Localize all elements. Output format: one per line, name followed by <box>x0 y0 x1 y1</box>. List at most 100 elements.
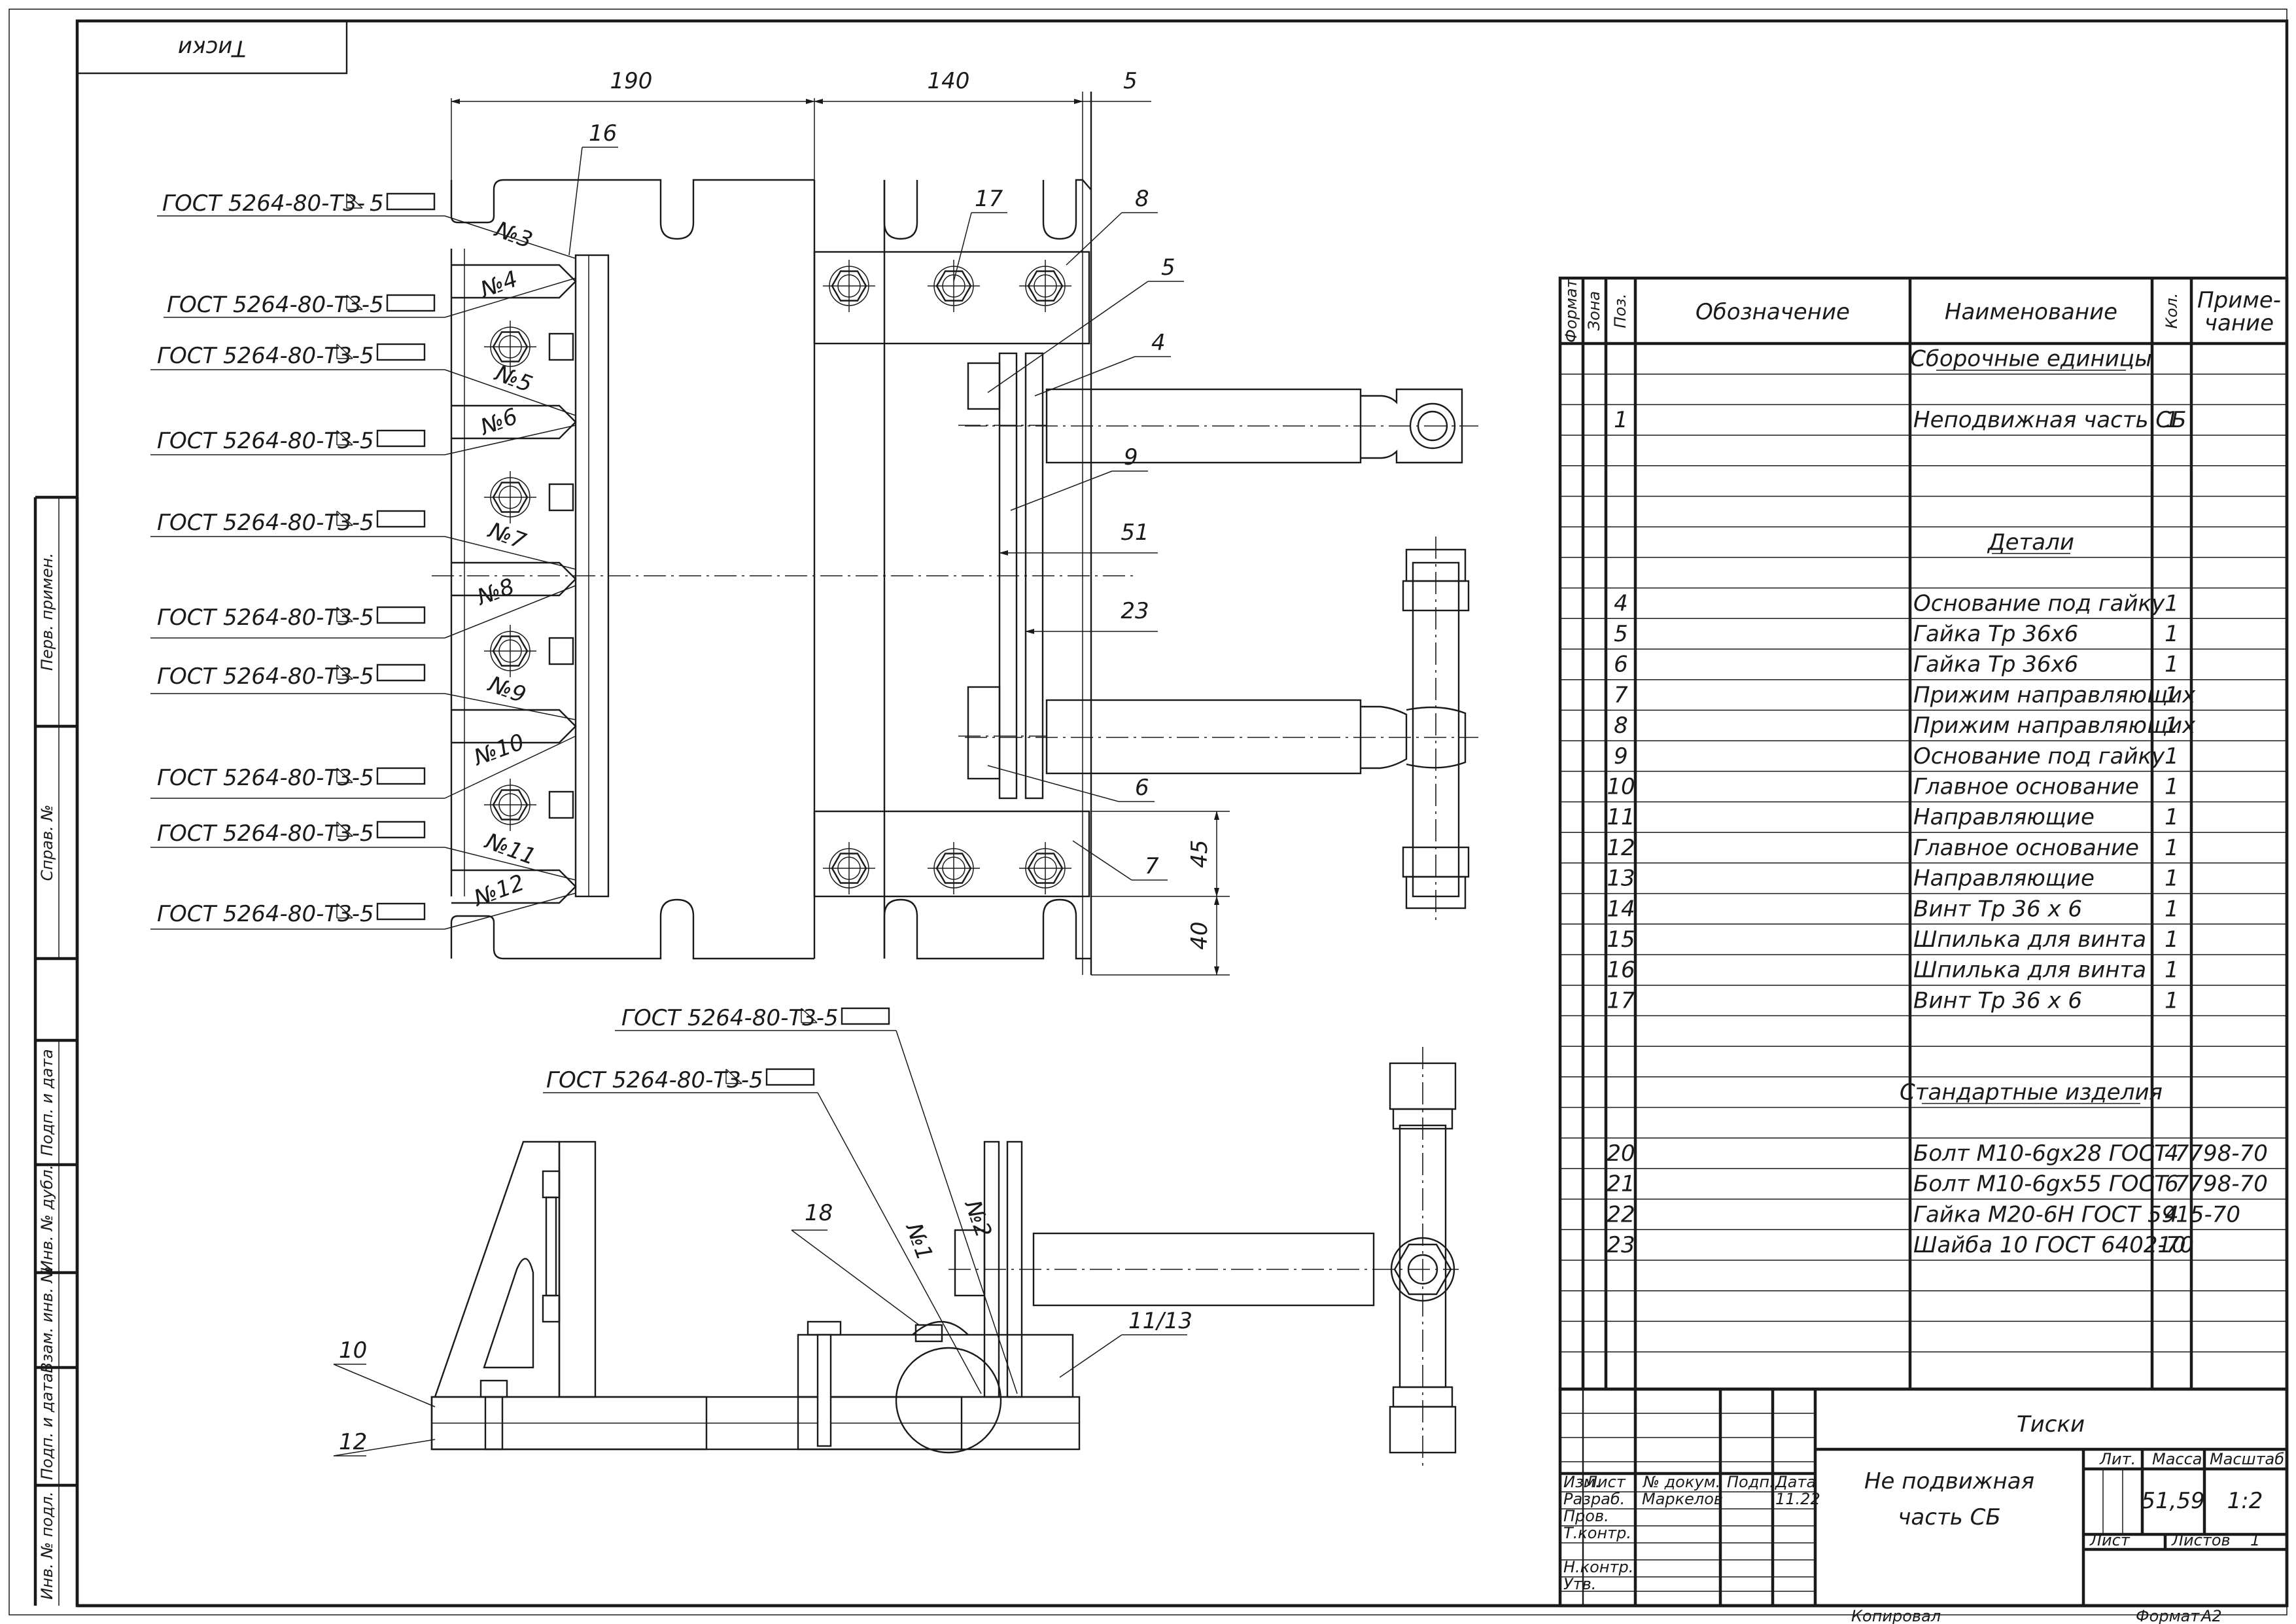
pos-10: 10 <box>339 1337 367 1364</box>
spec-row-qty: 1 <box>2165 987 2179 1014</box>
spec-row-qty: 4 <box>2165 1140 2179 1167</box>
spec-row-name: Болт М10-6gх55 ГОСТ 7798-70 <box>1913 1171 2268 1197</box>
pos-5: 5 <box>1161 255 1175 281</box>
spec-row-pos: 12 <box>1607 835 1635 861</box>
side-strip: Перв. примен. Справ. № Подп. и дата Инв.… <box>33 495 79 1606</box>
dim-5: 5 <box>1123 68 1138 94</box>
spec-row-qty: 1 <box>2165 682 2179 708</box>
tb-masshtab-label: Масштаб <box>2210 1450 2284 1468</box>
weld-note-10: ГОСТ 5264-80-Т3- <box>157 901 360 927</box>
tb-doc-title-1: Не подвижная <box>1864 1468 2034 1494</box>
hdr-zone: Зона <box>1585 291 1603 330</box>
pos-17: 17 <box>975 186 1003 212</box>
spec-row-qty: 1 <box>2165 774 2179 800</box>
spec-row-qty: 1 <box>2165 835 2179 861</box>
spec-row-pos: 9 <box>1614 743 1628 769</box>
dim-23: 23 <box>1121 598 1149 624</box>
spec-row-qty: 1 <box>2165 743 2179 769</box>
spec-row-name: Винт Тр 36 х 6 <box>1913 987 2082 1014</box>
hdr-note-2: чание <box>2204 310 2274 336</box>
spec-row-name: Прижим направляющих <box>1913 713 2196 739</box>
weld-callouts: ГОСТ 5264-80-Т3- 5 ГОСТ 5264-80-Т3- 5 ГО… <box>150 190 576 930</box>
tb-col-podp: Подп. <box>1727 1473 1775 1491</box>
title-block: Тиски Не подвижная часть СБ Изм. Лист № … <box>1558 1387 2289 1624</box>
tb-product: Тиски <box>2017 1411 2085 1438</box>
svg-text:5: 5 <box>824 1005 839 1031</box>
spec-row-pos: 6 <box>1614 652 1628 678</box>
spec-row-pos: 20 <box>1607 1140 1635 1167</box>
strip-podp-data-2: Подп. и дата <box>38 1373 56 1480</box>
svg-text:5: 5 <box>360 765 374 791</box>
hdr-pos: Поз. <box>1611 293 1629 328</box>
dim-45: 45 <box>1187 839 1213 868</box>
section-parts: Детали <box>1987 529 2074 556</box>
spec-row-pos: 13 <box>1607 866 1635 892</box>
weld-note-2: ГОСТ 5264-80-Т3- <box>167 292 370 318</box>
spec-row-qty: 1 <box>2165 407 2179 433</box>
weld-num-7: №7 <box>484 517 529 555</box>
spec-row-pos: 10 <box>1607 774 1635 800</box>
tb-prov-label: Пров. <box>1563 1507 1609 1525</box>
svg-text:5: 5 <box>360 663 374 690</box>
hdr-qty: Кол. <box>2163 293 2181 329</box>
pos-6: 6 <box>1135 775 1149 801</box>
dim-51: 51 <box>1121 520 1149 546</box>
tb-masshtab-value: 1:2 <box>2227 1488 2263 1514</box>
corner-stamp-text: Тиски <box>178 35 246 62</box>
spec-row-qty: 1 <box>2165 590 2179 616</box>
spec-row-pos: 16 <box>1607 957 1635 983</box>
weld-num-1: №1 <box>900 1219 938 1264</box>
spec-row-pos: 5 <box>1614 621 1628 647</box>
weld-note-9: ГОСТ 5264-80-Т3- <box>157 821 360 847</box>
spec-row-qty: 1 <box>2165 927 2179 953</box>
spec-row-pos: 11 <box>1607 804 1635 830</box>
spec-row-name: Направляющие <box>1913 804 2095 830</box>
spec-row-name: Болт М10-6gх28 ГОСТ 7798-70 <box>1913 1140 2268 1167</box>
strip-podp-data-1: Подп. и дата <box>38 1049 56 1156</box>
pos-16: 16 <box>589 120 617 147</box>
weld-num-3: №3 <box>491 216 536 254</box>
hdr-designation: Обозначение <box>1696 299 1850 325</box>
spec-row-pos: 21 <box>1607 1171 1635 1197</box>
tb-nkontr-label: Н.контр. <box>1563 1558 1633 1576</box>
spec-row-qty: 1 <box>2165 652 2179 678</box>
svg-text:5: 5 <box>360 510 374 536</box>
pos-18: 18 <box>805 1200 833 1226</box>
spec-row-name: Шпилька для винта <box>1913 927 2146 953</box>
spec-row-name: Неподвижная часть СБ <box>1913 407 2186 433</box>
svg-text:5: 5 <box>360 343 374 369</box>
weld-note-8: ГОСТ 5264-80-Т3- <box>157 765 360 791</box>
svg-text:5: 5 <box>360 428 374 454</box>
spec-row-pos: 4 <box>1614 590 1628 616</box>
spec-row-name: Основание под гайку <box>1913 743 2165 769</box>
weld-num-10: №10 <box>470 729 528 771</box>
weld-note-5: ГОСТ 5264-80-Т3- <box>157 510 360 536</box>
pos-9: 9 <box>1124 444 1138 470</box>
spec-row-qty: 1 <box>2165 866 2179 892</box>
strip-inv-dubl: Инв. № дубл. <box>38 1165 56 1272</box>
weld-note-side-2: ГОСТ 5264-80-Т3- <box>546 1067 749 1093</box>
format-label: Формат <box>2136 1607 2200 1624</box>
tb-massa-label: Масса <box>2152 1450 2202 1468</box>
weld-num-6: №6 <box>476 403 521 441</box>
pos-4: 4 <box>1151 330 1166 356</box>
spec-row-name: Шайба 10 ГОСТ 6402-70 <box>1913 1232 2194 1258</box>
strip-sprav-no: Справ. № <box>38 805 56 881</box>
hdr-format: Формат <box>1562 278 1580 342</box>
spec-row-qty: 1 <box>2165 621 2179 647</box>
tb-list-label: Лист <box>2089 1531 2131 1549</box>
strip-perv-primen: Перв. примен. <box>38 553 56 671</box>
spec-row-name: Главное основание <box>1913 774 2139 800</box>
tb-tkontr-label: Т.контр. <box>1563 1524 1631 1542</box>
weld-note-4: ГОСТ 5264-80-Т3- <box>157 428 360 454</box>
pos-11-13: 11/13 <box>1128 1308 1192 1334</box>
spec-row-pos: 14 <box>1607 896 1635 922</box>
tb-massa-value: 51,59 <box>2141 1488 2204 1514</box>
svg-text:5: 5 <box>749 1067 763 1093</box>
section-standard: Стандартные изделия <box>1900 1080 2163 1106</box>
tb-listov-value: 1 <box>2250 1531 2260 1549</box>
tb-lit-label: Лит. <box>2099 1450 2136 1468</box>
spec-row-pos: 17 <box>1607 987 1635 1014</box>
weld-note-1: ГОСТ 5264-80-Т3- <box>162 190 365 217</box>
